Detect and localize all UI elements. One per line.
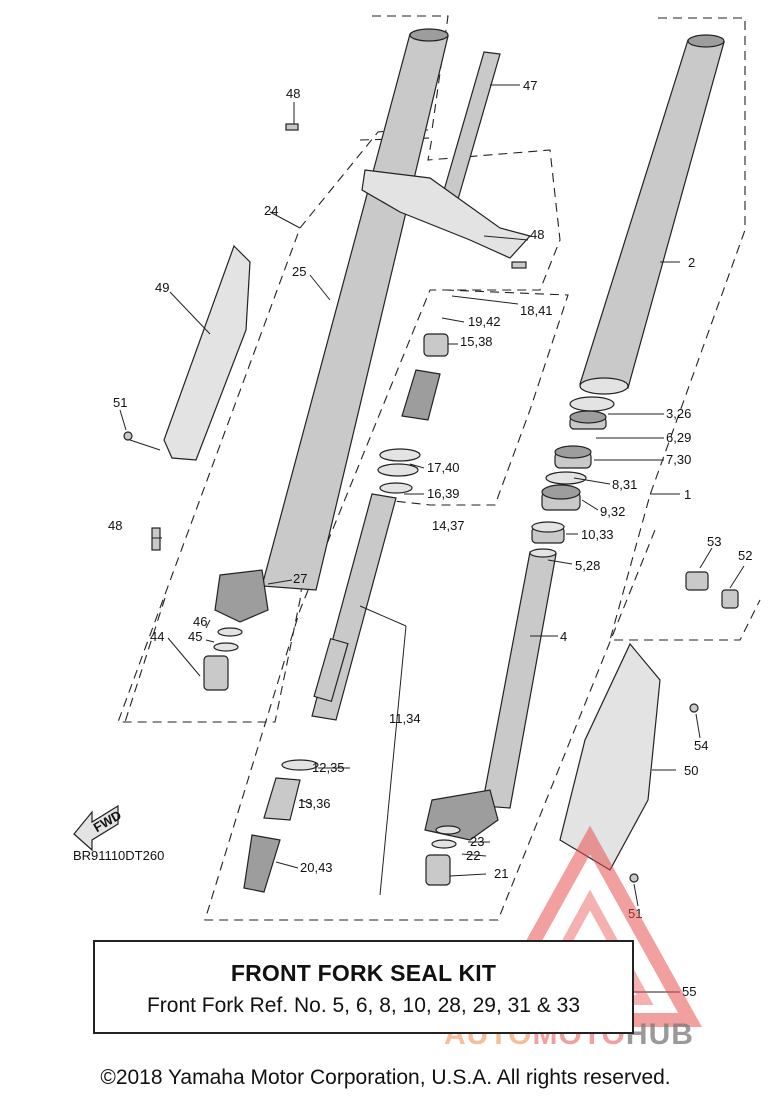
callout-2: 2: [688, 255, 695, 270]
callout-55: 55: [682, 984, 696, 999]
callout-21: 21: [494, 866, 508, 881]
callout-48-left: 48: [108, 518, 122, 533]
callout-4: 4: [560, 629, 567, 644]
callout-24: 24: [264, 203, 278, 218]
callout-49: 49: [155, 280, 169, 295]
callout-1: 1: [684, 487, 691, 502]
part-fork-guard-left: [163, 244, 251, 461]
part-cartridge-valves: [377, 333, 449, 494]
callout-3-26: 3,26: [666, 406, 691, 421]
part-guard-clamps: [685, 571, 739, 609]
callout-48-top: 48: [286, 86, 300, 101]
callout-53: 53: [707, 534, 721, 549]
callout-23: 23: [470, 834, 484, 849]
callout-13-36: 13,36: [298, 796, 331, 811]
callout-51-left: 51: [113, 395, 127, 410]
callout-5-28: 5,28: [575, 558, 600, 573]
part-outer-tube-left: [214, 28, 449, 623]
callout-labels: 47 2 48 48 48 24 25 49 18,41 19,42 15,38…: [73, 78, 752, 999]
callout-12-35: 12,35: [312, 760, 345, 775]
part-outer-tube-right: [579, 34, 725, 395]
seal-kit-references: Front Fork Ref. No. 5, 6, 8, 10, 28, 29,…: [146, 994, 581, 1017]
seal-kit-title: FRONT FORK SEAL KIT: [230, 960, 497, 986]
copyright-notice: ©2018 Yamaha Motor Corporation, U.S.A. A…: [100, 1066, 671, 1089]
part-seal-stack-right: [531, 396, 615, 544]
callout-11-34: 11,34: [389, 711, 421, 726]
callout-27: 27: [293, 571, 307, 586]
boundary-left-fork: [117, 15, 449, 723]
callout-25: 25: [292, 264, 306, 279]
callout-6-29: 6,29: [666, 430, 691, 445]
seal-kit-box: FRONT FORK SEAL KIT Front Fork Ref. No. …: [93, 940, 634, 1034]
callout-17-40: 17,40: [427, 460, 460, 475]
leader-lines: [119, 84, 745, 993]
callout-10-33: 10,33: [581, 527, 614, 542]
callout-14-37: 14,37: [432, 518, 465, 533]
boundary-damper-cartridge: [204, 137, 656, 921]
part-bolts: [123, 123, 699, 883]
callout-48-mid: 48: [530, 227, 544, 242]
callout-46: 46: [193, 614, 207, 629]
callout-50: 50: [684, 763, 698, 778]
fwd-arrow-icon: FWD: [73, 804, 124, 852]
part-axle-holder-left: [203, 627, 243, 691]
callout-19-42: 19,42: [468, 314, 501, 329]
callout-44: 44: [150, 629, 164, 644]
callout-16-39: 16,39: [427, 486, 460, 501]
part-axle-holder-right: [425, 825, 461, 886]
callout-54: 54: [694, 738, 708, 753]
callout-20-43: 20,43: [300, 860, 333, 875]
boundary-right-fork: [609, 17, 761, 641]
diagram-code: BR91110DT260: [73, 848, 164, 863]
callout-18-41: 18,41: [520, 303, 553, 318]
part-damper-rod: [243, 493, 397, 893]
callout-8-31: 8,31: [612, 477, 637, 492]
boundary-guard-bracket: [124, 597, 166, 723]
callout-22: 22: [466, 848, 480, 863]
callout-7-30: 7,30: [666, 452, 691, 467]
part-inner-tube-right: [424, 548, 557, 841]
callout-47: 47: [523, 78, 537, 93]
callout-45: 45: [188, 629, 202, 644]
callout-52: 52: [738, 548, 752, 563]
callout-15-38: 15,38: [460, 334, 493, 349]
callout-9-32: 9,32: [600, 504, 625, 519]
